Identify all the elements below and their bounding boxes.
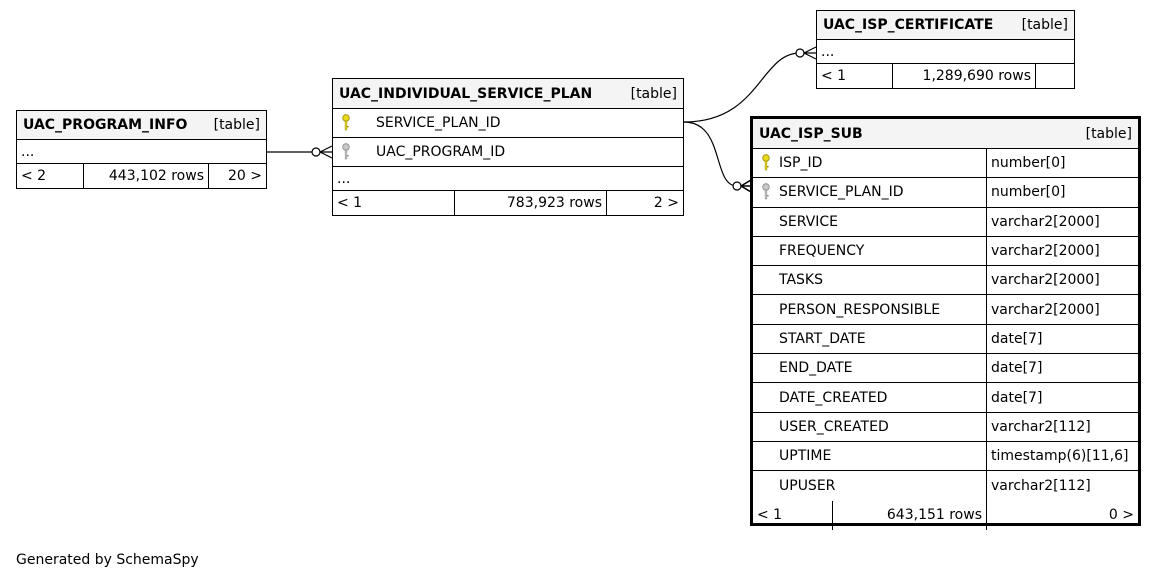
parents-link[interactable]: < 2	[21, 168, 47, 184]
table-individual-service-plan[interactable]: UAC_INDIVIDUAL_SERVICE_PLAN [table] SERV…	[332, 78, 684, 216]
table-header[interactable]: UAC_ISP_CERTIFICATE [table]	[817, 11, 1074, 40]
column-row[interactable]: END_DATE date[7]	[753, 354, 1138, 384]
column-name-cell: TASKS	[753, 266, 986, 294]
parents-link[interactable]: < 1	[757, 507, 783, 524]
column-row[interactable]: TASKS varchar2[2000]	[753, 266, 1138, 296]
column-type: date[7]	[986, 354, 1138, 383]
column-row[interactable]: SERVICE varchar2[2000]	[753, 207, 1138, 237]
table-name[interactable]: UAC_PROGRAM_INFO	[23, 117, 188, 133]
column-name-cell: SERVICE	[753, 208, 986, 236]
relationship-service-plan-to-isp-sub	[683, 121, 752, 193]
foreign-key-icon	[333, 143, 359, 161]
row-count: 643,151 rows	[832, 500, 986, 530]
column-type: date[7]	[986, 383, 1138, 412]
table-type: [table]	[630, 85, 677, 102]
column-type: varchar2[112]	[986, 412, 1138, 441]
column-name: USER_CREATED	[779, 418, 889, 435]
column-row[interactable]: PERSON_RESPONSIBLE varchar2[2000]	[753, 295, 1138, 325]
children-link[interactable]: 2 >	[606, 191, 683, 215]
column-name-cell: START_DATE	[753, 325, 986, 353]
table-type: [table]	[213, 117, 260, 133]
column-name: SERVICE	[779, 213, 839, 230]
column-name: SERVICE_PLAN_ID	[779, 184, 904, 201]
column-row[interactable]: ISP_ID number[0]	[753, 149, 1138, 179]
table-type: [table]	[1021, 17, 1068, 33]
table-type: [table]	[1085, 125, 1132, 142]
column-type: varchar2[2000]	[986, 266, 1138, 295]
table-nav-row: < 1 1,289,690 rows	[817, 64, 1074, 88]
column-name: UAC_PROGRAM_ID	[376, 144, 506, 160]
column-name-cell: FREQUENCY	[753, 237, 986, 265]
column-row[interactable]: USER_CREATED varchar2[112]	[753, 412, 1138, 442]
column-type: varchar2[2000]	[986, 207, 1138, 236]
column-type: number[0]	[986, 178, 1138, 207]
generated-by-footer: Generated by SchemaSpy	[16, 552, 199, 568]
children-link[interactable]: 20 >	[208, 164, 266, 188]
table-nav-row: < 2 443,102 rows 20 >	[17, 164, 266, 188]
parents-link[interactable]: < 1	[337, 195, 363, 211]
column-name-cell: END_DATE	[753, 354, 986, 382]
column-row[interactable]: UPTIME timestamp(6)[11,6]	[753, 441, 1138, 472]
primary-key-icon	[333, 114, 359, 132]
row-count: 783,923 rows	[454, 191, 606, 215]
column-type: date[7]	[986, 324, 1138, 354]
column-name: TASKS	[779, 272, 823, 289]
table-header[interactable]: UAC_INDIVIDUAL_SERVICE_PLAN [table]	[333, 79, 683, 109]
column-row[interactable]: SERVICE_PLAN_ID number[0]	[753, 178, 1138, 208]
table-nav-row: < 1 783,923 rows 2 >	[333, 191, 683, 215]
column-name: PERSON_RESPONSIBLE	[779, 301, 941, 318]
relationship-program-to-service-plan	[266, 145, 333, 159]
column-name: START_DATE	[779, 330, 866, 347]
column-row[interactable]: DATE_CREATED date[7]	[753, 383, 1138, 413]
table-header[interactable]: UAC_PROGRAM_INFO [table]	[17, 111, 266, 140]
table-header[interactable]: UAC_ISP_SUB [table]	[753, 119, 1138, 149]
column-name-cell: UPTIME	[753, 442, 986, 470]
column-name: DATE_CREATED	[779, 389, 888, 406]
column-type: varchar2[2000]	[986, 295, 1138, 324]
column-name-cell: DATE_CREATED	[753, 383, 986, 411]
column-name-cell: SERVICE_PLAN_ID	[753, 178, 986, 206]
column-name: FREQUENCY	[779, 243, 865, 260]
children-link[interactable]	[1035, 64, 1074, 88]
column-name: SERVICE_PLAN_ID	[376, 115, 501, 131]
more-columns-ellipsis: ...	[333, 167, 683, 191]
column-type: timestamp(6)[11,6]	[986, 441, 1138, 471]
table-nav-row: < 1 643,151 rows 0 >	[753, 500, 1138, 530]
column-type: varchar2[112]	[986, 471, 1138, 501]
parents-link[interactable]: < 1	[821, 68, 847, 84]
column-name-cell: UPUSER	[753, 471, 986, 500]
primary-key-icon	[753, 154, 779, 172]
column-row[interactable]: UPUSER varchar2[112]	[753, 471, 1138, 501]
more-columns-ellipsis: ...	[17, 140, 266, 164]
column-name: UPTIME	[779, 448, 832, 465]
column-name-cell: PERSON_RESPONSIBLE	[753, 295, 986, 323]
column-row[interactable]: FREQUENCY varchar2[2000]	[753, 236, 1138, 267]
column-row[interactable]: START_DATE date[7]	[753, 324, 1138, 355]
column-name-cell: USER_CREATED	[753, 413, 986, 441]
column-name: END_DATE	[779, 360, 853, 377]
relationship-service-plan-to-certificate	[683, 46, 817, 123]
table-name[interactable]: UAC_ISP_CERTIFICATE	[823, 17, 994, 33]
children-link[interactable]: 0 >	[986, 500, 1138, 530]
more-columns-ellipsis: ...	[817, 40, 1074, 64]
column-type: varchar2[2000]	[986, 236, 1138, 266]
row-count: 443,102 rows	[83, 164, 208, 188]
column-type: number[0]	[986, 149, 1138, 178]
column-name: UPUSER	[779, 477, 836, 494]
column-name: ISP_ID	[779, 155, 823, 172]
table-program-info[interactable]: UAC_PROGRAM_INFO [table] ... < 2 443,102…	[16, 110, 267, 189]
column-row[interactable]: SERVICE_PLAN_ID	[333, 109, 683, 138]
table-name[interactable]: UAC_ISP_SUB	[759, 125, 863, 142]
foreign-key-icon	[753, 183, 779, 201]
table-name[interactable]: UAC_INDIVIDUAL_SERVICE_PLAN	[339, 85, 593, 102]
column-name-cell: ISP_ID	[753, 149, 986, 177]
column-row[interactable]: UAC_PROGRAM_ID	[333, 138, 683, 167]
row-count: 1,289,690 rows	[892, 64, 1035, 88]
table-isp-certificate[interactable]: UAC_ISP_CERTIFICATE [table] ... < 1 1,28…	[816, 10, 1075, 89]
